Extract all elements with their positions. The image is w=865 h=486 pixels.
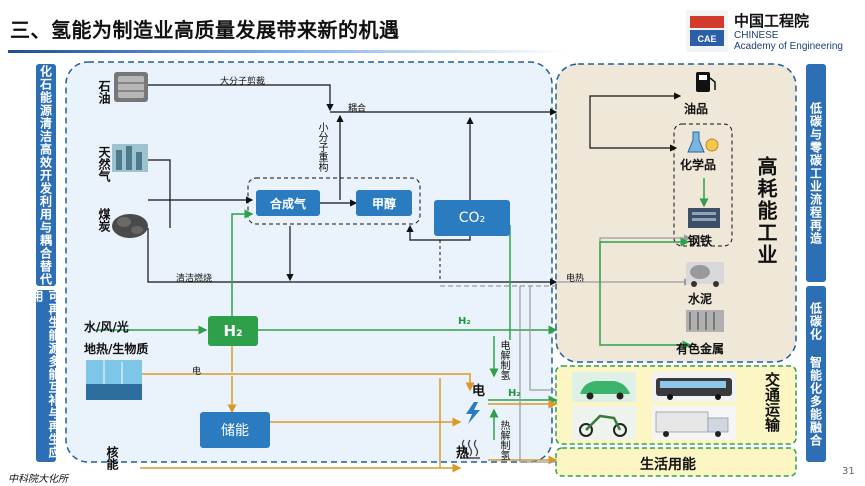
car-icon	[572, 372, 636, 402]
steel-icon	[688, 208, 720, 228]
chem-steel-group	[673, 123, 733, 247]
lightning-icon	[466, 402, 480, 424]
label-clean-combustion: 清洁燃烧	[176, 274, 213, 284]
source-coal: 煤炭	[97, 208, 111, 232]
flask-icon	[687, 131, 719, 153]
right-label-industry: 低碳与零碳工业流程再造	[806, 64, 826, 282]
flow-gray-transport	[529, 286, 556, 391]
node-power: 电	[472, 384, 486, 399]
landscape-icon	[86, 360, 142, 400]
flow-clean-combustion	[147, 228, 558, 286]
industry-oil-products: 油品	[684, 102, 709, 116]
flow-coal-up	[148, 159, 171, 228]
metal-icon	[686, 310, 724, 332]
flow-gray-living	[519, 286, 556, 463]
flow-to-chemicals	[589, 112, 678, 152]
org-name-cn: 中国工程院	[734, 12, 810, 30]
source-gas: 天然气	[97, 146, 111, 182]
living-title: 生活用能	[640, 457, 696, 473]
label-h2-transport: H₂	[508, 388, 521, 399]
heat-icon	[460, 439, 480, 459]
source-renewables: 水/风/光	[84, 320, 129, 334]
main-region	[65, 61, 553, 463]
title-underline	[8, 50, 568, 53]
source-geo-bio: 地热/生物质	[84, 342, 149, 356]
node-h2: H₂	[208, 316, 258, 346]
svg-text:CAE: CAE	[697, 34, 716, 44]
gas-icon	[112, 144, 148, 172]
bus-icon	[652, 372, 736, 402]
motorbike-icon	[572, 406, 636, 440]
coal-icon	[112, 214, 148, 238]
industry-nonferrous: 有色金属	[676, 342, 725, 356]
label-electricity: 电	[192, 367, 202, 377]
flow-green-steel	[599, 237, 690, 330]
label-small-molecule: 小分子重构	[316, 122, 327, 172]
industry-steel: 钢铁	[688, 234, 713, 248]
industry-title: 高耗能工业	[754, 156, 778, 266]
flow-co2-dashed	[439, 239, 470, 282]
transport-title: 交通运输	[763, 372, 781, 432]
right-label-transport: 低碳化 智能化多能融合	[806, 286, 826, 462]
org-name-en-2: Academy of Engineering	[734, 41, 843, 52]
node-heat: 热	[456, 446, 470, 461]
org-name-en-1: CHINESE	[734, 30, 779, 41]
node-co2: CO₂	[434, 200, 510, 236]
label-macromolecule-cut: 大分子剪裁	[220, 77, 266, 87]
page-title: 三、氢能为制造业高质量发展带来新的机遇	[10, 18, 400, 42]
flow-to-oil-products	[589, 92, 682, 112]
footer-source: 中科院大化所	[8, 474, 68, 485]
page-number: 31	[842, 466, 855, 477]
source-nuclear: 核能	[105, 446, 119, 470]
flow-green-nonferrous	[599, 330, 692, 350]
flow-h2-up	[231, 209, 254, 316]
industry-cement: 水泥	[688, 292, 713, 306]
fuel-pump-icon	[696, 72, 716, 92]
label-electric-heat: 电热	[566, 274, 585, 284]
node-methanol: 甲醇	[356, 190, 412, 216]
label-electrolysis-h2: 电解制氢	[498, 340, 509, 380]
source-oil: 石油	[97, 80, 111, 104]
cement-truck-icon	[686, 262, 724, 287]
oil-icon	[114, 72, 148, 102]
left-label-fossil: 化石能源清洁高效开发利用与耦合替代	[36, 64, 56, 286]
node-syngas: 合成气	[256, 190, 320, 216]
flow-oil-macromolecule	[148, 84, 334, 112]
truck-icon	[652, 406, 736, 440]
label-coupling: 耦合	[348, 104, 367, 114]
industry-chemicals: 化学品	[680, 158, 717, 172]
label-h2-flow: H₂	[458, 316, 471, 327]
node-storage: 储能	[200, 412, 270, 448]
cae-logo-icon: CAE	[686, 10, 728, 52]
industry-region	[555, 63, 797, 363]
label-thermal-h2: 热解制氢	[498, 420, 509, 460]
flow-geo-electric	[142, 373, 475, 392]
